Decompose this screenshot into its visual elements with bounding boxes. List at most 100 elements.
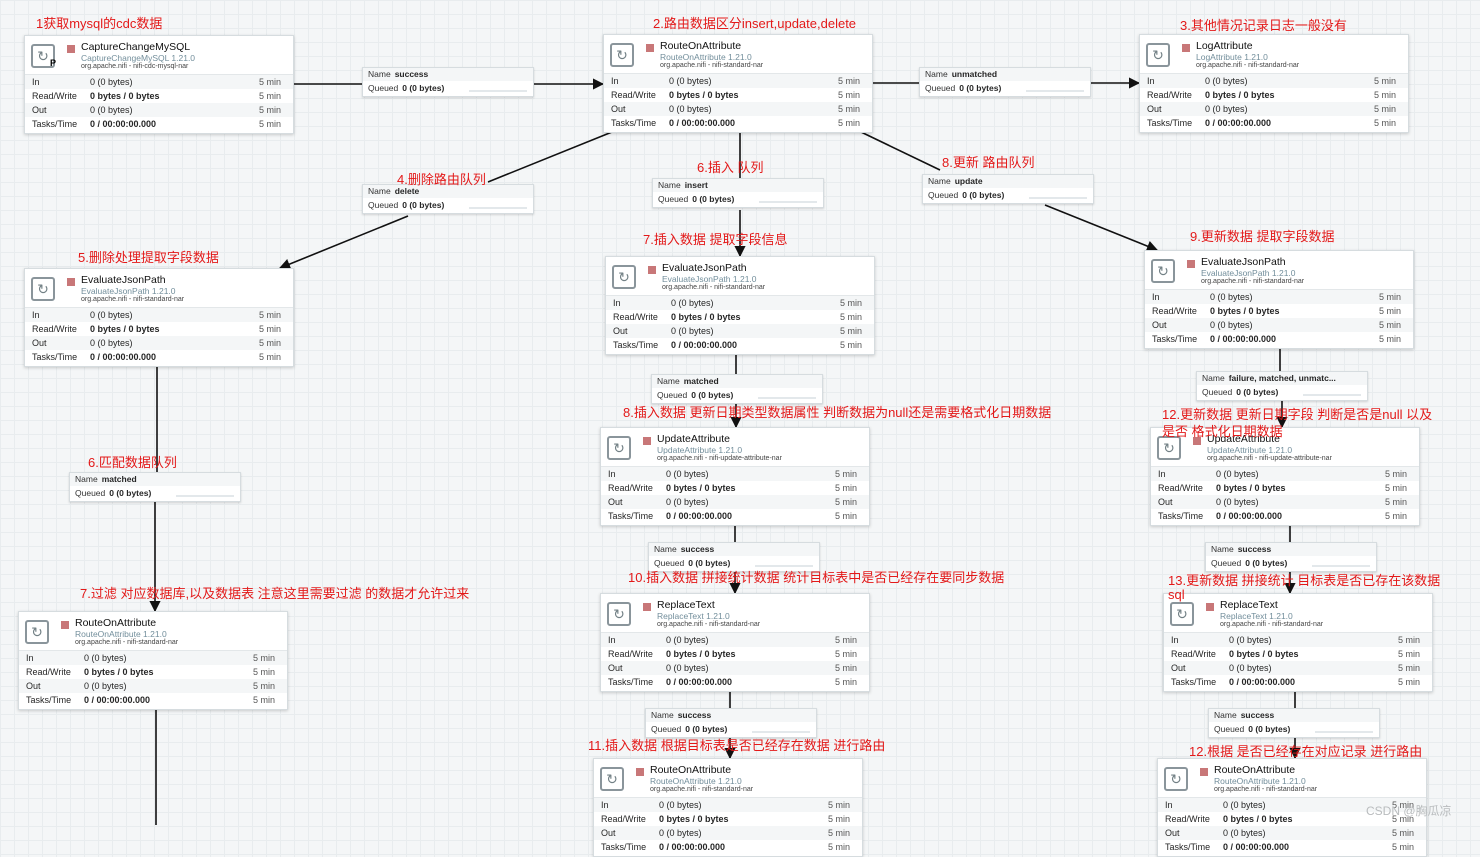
stat-label: Read/Write [1171, 649, 1216, 659]
stat-value: 0 (0 bytes) [90, 310, 133, 320]
processor-icon: ↻ [1170, 602, 1194, 626]
stat-window: 5 min [837, 118, 860, 128]
annotation-text: 2.路由数据区分insert,update,delete [653, 16, 857, 31]
stat-value: 0 (0 bytes) [1223, 828, 1266, 838]
connection-line[interactable] [860, 131, 941, 171]
queued-value: 0 (0 bytes) [691, 390, 734, 400]
queue-progress-bar [469, 90, 527, 92]
stat-label: In [32, 77, 40, 87]
stat-value: 0 bytes / 0 bytes [90, 324, 160, 334]
name-label: Name [368, 186, 391, 196]
queued-value: 0 (0 bytes) [962, 190, 1005, 200]
processor-name: ReplaceText [657, 599, 715, 611]
processor-name: RouteOnAttribute [1214, 764, 1296, 776]
stat-label: Out [32, 105, 47, 115]
stat-window: 5 min [839, 340, 862, 350]
annotation-text: 6.插入 队列 [697, 160, 764, 175]
connection-line[interactable] [1044, 204, 1159, 252]
queued-label: Queued [1211, 558, 1242, 568]
relationship-name: delete [394, 186, 420, 196]
stat-label: In [1147, 76, 1155, 86]
stat-value: 0 bytes / 0 bytes [1223, 814, 1293, 824]
processor-version: ReplaceText 1.21.0 [1220, 611, 1293, 621]
stat-window: 5 min [258, 310, 281, 320]
stopped-status-icon [1206, 603, 1214, 611]
connection-line[interactable] [278, 215, 409, 270]
processor-version: ReplaceText 1.21.0 [657, 611, 730, 621]
stat-label: Read/Write [1147, 90, 1192, 100]
relationship-name: success [1237, 544, 1272, 554]
connection-line[interactable] [487, 131, 613, 183]
stat-window: 5 min [834, 663, 857, 673]
queued-label: Queued [1202, 387, 1233, 397]
name-label: Name [654, 544, 677, 554]
stat-label: Read/Write [608, 483, 653, 493]
stat-window: 5 min [834, 483, 857, 493]
stat-value: 0 bytes / 0 bytes [1229, 649, 1299, 659]
stat-value: 0 / 00:00:00.000 [669, 118, 736, 128]
stat-label: Read/Write [613, 312, 658, 322]
stat-window: 5 min [258, 338, 281, 348]
stat-label: Tasks/Time [613, 340, 659, 350]
stat-label: In [1171, 635, 1179, 645]
processor-version: RouteOnAttribute 1.21.0 [650, 776, 742, 786]
processor-name: ReplaceText [1220, 599, 1278, 611]
processor-icon: ↻ [31, 277, 55, 301]
stat-window: 5 min [1373, 76, 1396, 86]
processor-version: RouteOnAttribute 1.21.0 [75, 629, 167, 639]
processor-bundle: org.apache.nifi - nifi-standard-nar [1220, 621, 1324, 628]
annotation-text: 12.更新数据 更新日期字段 判断是否是null 以及 [1162, 407, 1433, 422]
processor-version: EvaluateJsonPath 1.21.0 [662, 274, 757, 284]
stat-label: Read/Write [611, 90, 656, 100]
queued-label: Queued [928, 190, 959, 200]
processor-version: UpdateAttribute 1.21.0 [657, 445, 743, 455]
